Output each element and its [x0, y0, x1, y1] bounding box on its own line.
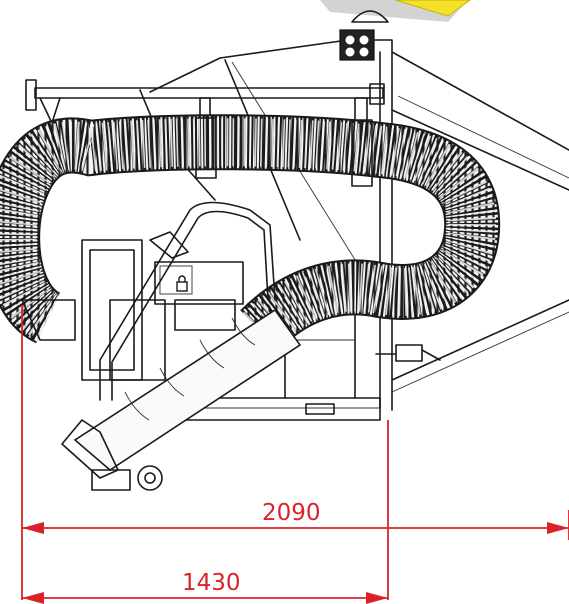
suction-hose: [0, 114, 501, 351]
work-light-icon: [339, 10, 389, 61]
dimension-annotations: 2090 1430: [21, 305, 569, 604]
dimension-inner-width: 1430: [182, 570, 241, 596]
boom-arm: [99, 201, 276, 401]
corner-tag: [320, 0, 471, 22]
dimension-overall-width: 2090: [262, 500, 321, 526]
intake-tube: [61, 308, 302, 491]
lock-icon: [176, 275, 188, 292]
side-latch: [375, 344, 441, 362]
engine-unit: [81, 239, 244, 381]
